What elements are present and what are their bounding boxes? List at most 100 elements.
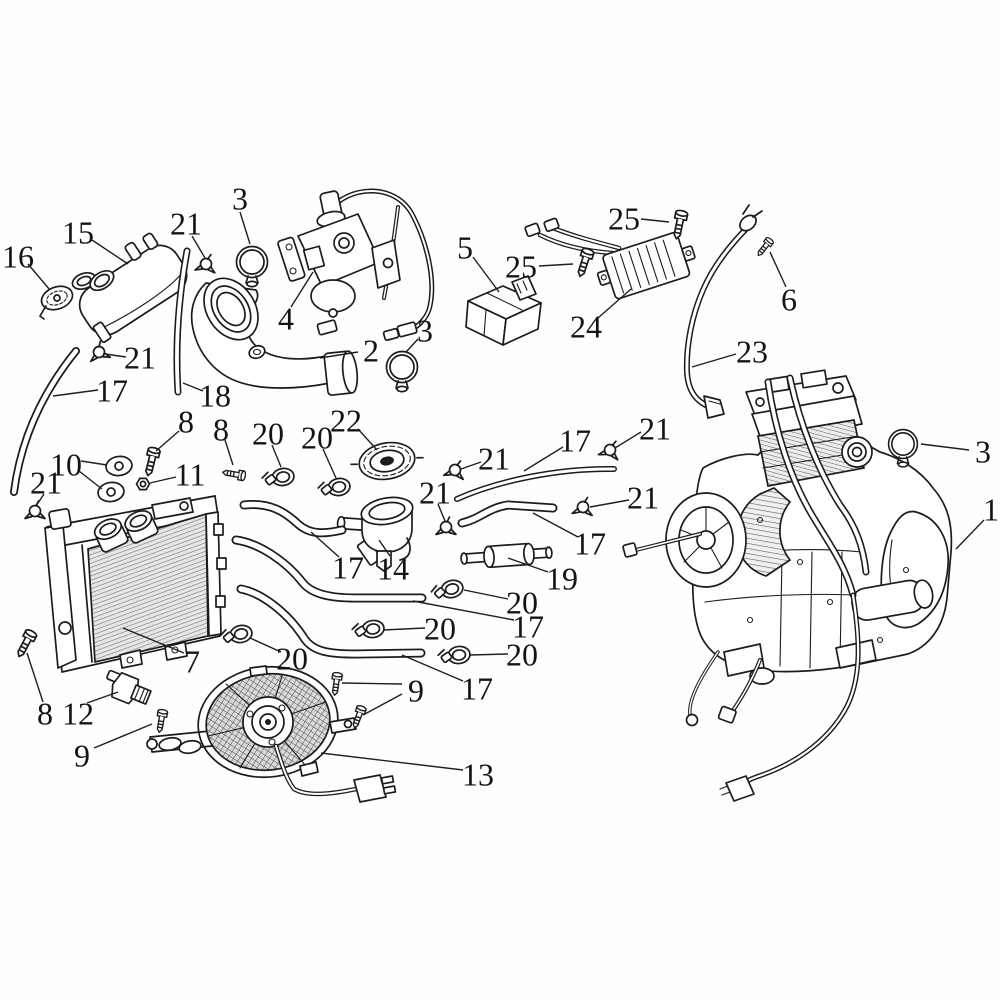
regulator-rectifier <box>596 231 696 300</box>
callout-leader-21 <box>460 461 482 470</box>
callout-number-20: 20 <box>301 420 333 456</box>
callout-leader-12 <box>86 691 119 704</box>
washer-10a <box>103 453 135 479</box>
temperature-sensor <box>106 669 152 705</box>
callout-leader-21 <box>614 431 642 449</box>
callout-leader-2 <box>319 351 359 359</box>
callout-number-16: 16 <box>2 239 34 275</box>
callout-number-7: 7 <box>184 644 200 680</box>
callout-number-21: 21 <box>639 411 671 447</box>
callout-number-18: 18 <box>199 378 231 414</box>
callout-leader-1 <box>955 519 985 550</box>
callout-number-3: 3 <box>975 434 991 470</box>
callout-leader-14 <box>378 539 391 557</box>
clamp-20f <box>436 644 472 668</box>
clamp-20d <box>350 618 386 642</box>
bolt-25a <box>573 246 596 280</box>
callout-number-21: 21 <box>419 475 451 511</box>
callout-number-2: 2 <box>363 333 379 369</box>
joint-pipe <box>460 542 553 569</box>
spark-plug-cable <box>683 204 763 419</box>
radiator <box>44 495 227 673</box>
callout-number-11: 11 <box>175 457 206 493</box>
bolt-9c <box>153 708 169 734</box>
callout-number-9: 9 <box>408 673 424 709</box>
clamp-20a <box>259 465 297 490</box>
callout-number-25: 25 <box>608 201 640 237</box>
callout-leader-20 <box>271 444 282 468</box>
callout-number-20: 20 <box>506 637 538 673</box>
callout-leader-9 <box>362 693 403 716</box>
callout-leader-8 <box>26 652 44 703</box>
callout-number-8: 8 <box>213 412 229 448</box>
callout-number-21: 21 <box>30 465 62 501</box>
callout-leader-3 <box>239 211 251 245</box>
callout-leader-11 <box>149 476 177 484</box>
nut-11 <box>135 477 151 491</box>
callout-number-9: 9 <box>74 738 90 774</box>
callout-number-17: 17 <box>512 609 544 645</box>
callout-number-13: 13 <box>462 757 494 793</box>
callout-leader-19 <box>507 557 549 573</box>
callout-number-5: 5 <box>457 230 473 266</box>
clamp-20e <box>217 622 255 648</box>
callout-leader-20 <box>469 653 509 656</box>
bolt-8a <box>141 445 162 478</box>
clip-21g <box>571 495 595 517</box>
thermostat-housing <box>336 496 414 572</box>
bolt-8b <box>221 466 247 482</box>
cooling-fan <box>146 665 397 803</box>
reservoir-tank <box>78 232 188 344</box>
callout-leader-17 <box>412 600 515 621</box>
callout-number-20: 20 <box>506 585 538 621</box>
callout-leader-5 <box>472 256 500 293</box>
clamp-20b <box>315 475 353 500</box>
callout-leader-15 <box>91 239 129 265</box>
clip-21a <box>194 251 219 274</box>
wire-harness <box>524 217 622 256</box>
callout-number-17: 17 <box>96 373 128 409</box>
callout-leader-4 <box>290 271 314 308</box>
callout-leader-9 <box>341 682 403 685</box>
callout-leader-24 <box>597 288 632 319</box>
overflow-hose <box>10 347 80 496</box>
callout-number-6: 6 <box>781 282 797 318</box>
clamp-3b <box>385 350 419 393</box>
clip-21c <box>24 500 46 520</box>
callout-leader-7 <box>122 627 185 654</box>
engine-frame-tubes <box>764 374 870 599</box>
callout-number-3: 3 <box>232 181 248 217</box>
callout-leader-17 <box>532 512 579 538</box>
callout-number-21: 21 <box>124 340 156 376</box>
carburetor <box>277 188 435 342</box>
callout-leader-17 <box>310 531 340 558</box>
callout-leader-22 <box>357 428 378 451</box>
callout-leader-25 <box>538 263 574 267</box>
cdi-unit <box>465 275 542 346</box>
callout-leader-20 <box>249 637 282 653</box>
callout-number-22: 22 <box>330 403 362 439</box>
callout-leader-21 <box>191 235 206 259</box>
callout-leader-13 <box>320 752 464 771</box>
callout-number-21: 21 <box>627 480 659 516</box>
callout-number-20: 20 <box>276 641 308 677</box>
engine-assembly <box>622 369 953 802</box>
callout-number-17: 17 <box>559 423 591 459</box>
callout-leader-21 <box>104 353 127 358</box>
callout-number-17: 17 <box>332 550 364 586</box>
callout-number-8: 8 <box>37 696 53 732</box>
washer-10b <box>95 479 127 505</box>
callout-leader-21 <box>437 503 446 522</box>
callout-leader-16 <box>27 263 51 291</box>
callout-leader-8 <box>155 430 180 452</box>
callout-number-3: 3 <box>417 313 433 349</box>
callout-leader-21 <box>589 499 630 508</box>
callout-leader-3 <box>920 443 970 451</box>
callout-number-1: 1 <box>983 492 999 528</box>
callout-leader-9 <box>93 723 153 749</box>
callout-leader-3 <box>405 338 419 353</box>
clip-21e <box>597 436 624 461</box>
bolt-8c <box>12 627 39 661</box>
callout-leader-10 <box>78 470 103 490</box>
